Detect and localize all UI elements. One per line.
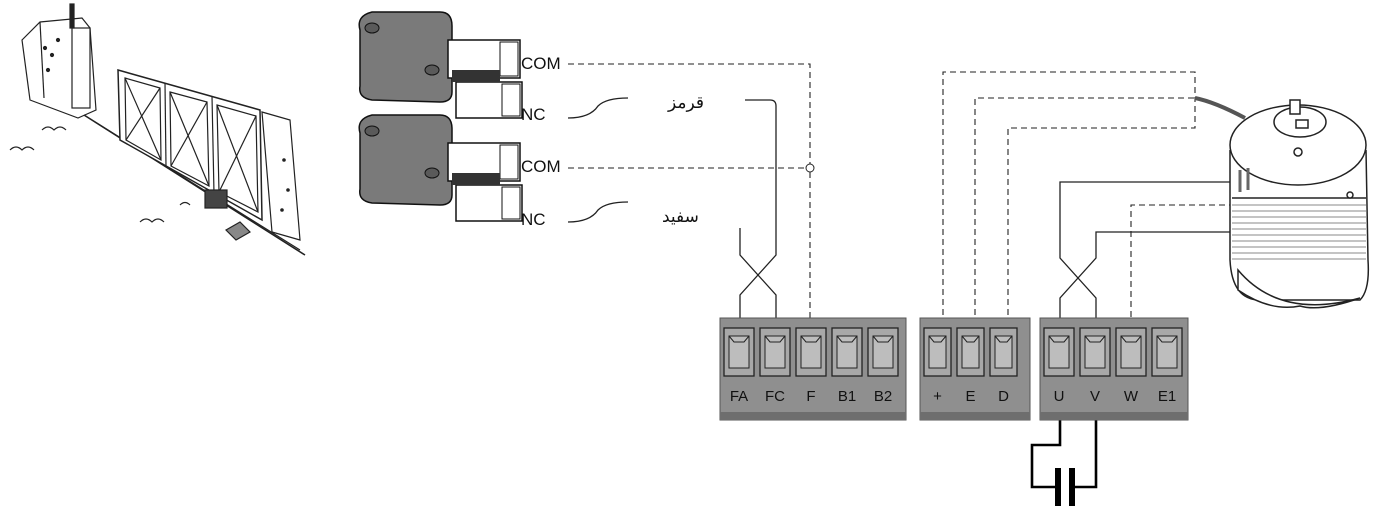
terminal-pin-label: E — [965, 388, 975, 405]
terminal-socket — [831, 327, 863, 377]
terminal-socket — [923, 327, 952, 377]
red-wire-label: قرمز — [667, 93, 704, 113]
terminal-socket — [1115, 327, 1147, 377]
terminal-pin-label: W — [1124, 388, 1139, 405]
terminal-block-3: U V W E1 — [1039, 317, 1189, 421]
terminal-socket — [759, 327, 791, 377]
terminal-socket — [1079, 327, 1111, 377]
terminal-pin-label: D — [998, 388, 1009, 405]
terminal-pin-label: V — [1090, 388, 1100, 405]
terminal-pin-label: F — [806, 388, 815, 405]
terminal-pin-label: B2 — [874, 388, 892, 405]
terminal-pin-label: B1 — [838, 388, 856, 405]
terminal-block-2: + E D — [919, 317, 1031, 421]
gate-illustration — [9, 3, 306, 256]
terminal-socket — [723, 327, 755, 377]
terminal-socket — [867, 327, 899, 377]
terminal-socket — [956, 327, 985, 377]
terminal-pin-label: + — [933, 388, 942, 405]
terminal-block-1: FA FC F B1 B2 — [719, 317, 907, 421]
limit-switch-1 — [358, 11, 523, 119]
terminal-pin-label: U — [1054, 388, 1065, 405]
terminal-blocks: FA FC F B1 B2 + E D U V W E1 — [719, 317, 1189, 421]
terminal-socket — [795, 327, 827, 377]
switch1-com-label: COM — [521, 54, 561, 73]
terminal-socket — [1043, 327, 1075, 377]
motor-wiring — [1059, 181, 1235, 325]
terminal-pin-label: FC — [765, 388, 785, 405]
switch1-nc-label: NC — [521, 105, 546, 124]
terminal-pin-label: E1 — [1158, 388, 1176, 405]
switch2-com-label: COM — [521, 157, 561, 176]
encoder-motor-icon — [1229, 99, 1370, 309]
limit-switch-2 — [358, 114, 523, 222]
switch2-nc-label: NC — [521, 210, 546, 229]
white-wire-label: سفید — [662, 207, 699, 227]
terminal-socket — [989, 327, 1018, 377]
terminal-pin-label: FA — [730, 388, 748, 405]
terminal-socket — [1151, 327, 1183, 377]
switch-wiring — [567, 63, 815, 325]
encoder-wiring — [942, 71, 1246, 325]
capacitor-icon — [1030, 402, 1098, 506]
